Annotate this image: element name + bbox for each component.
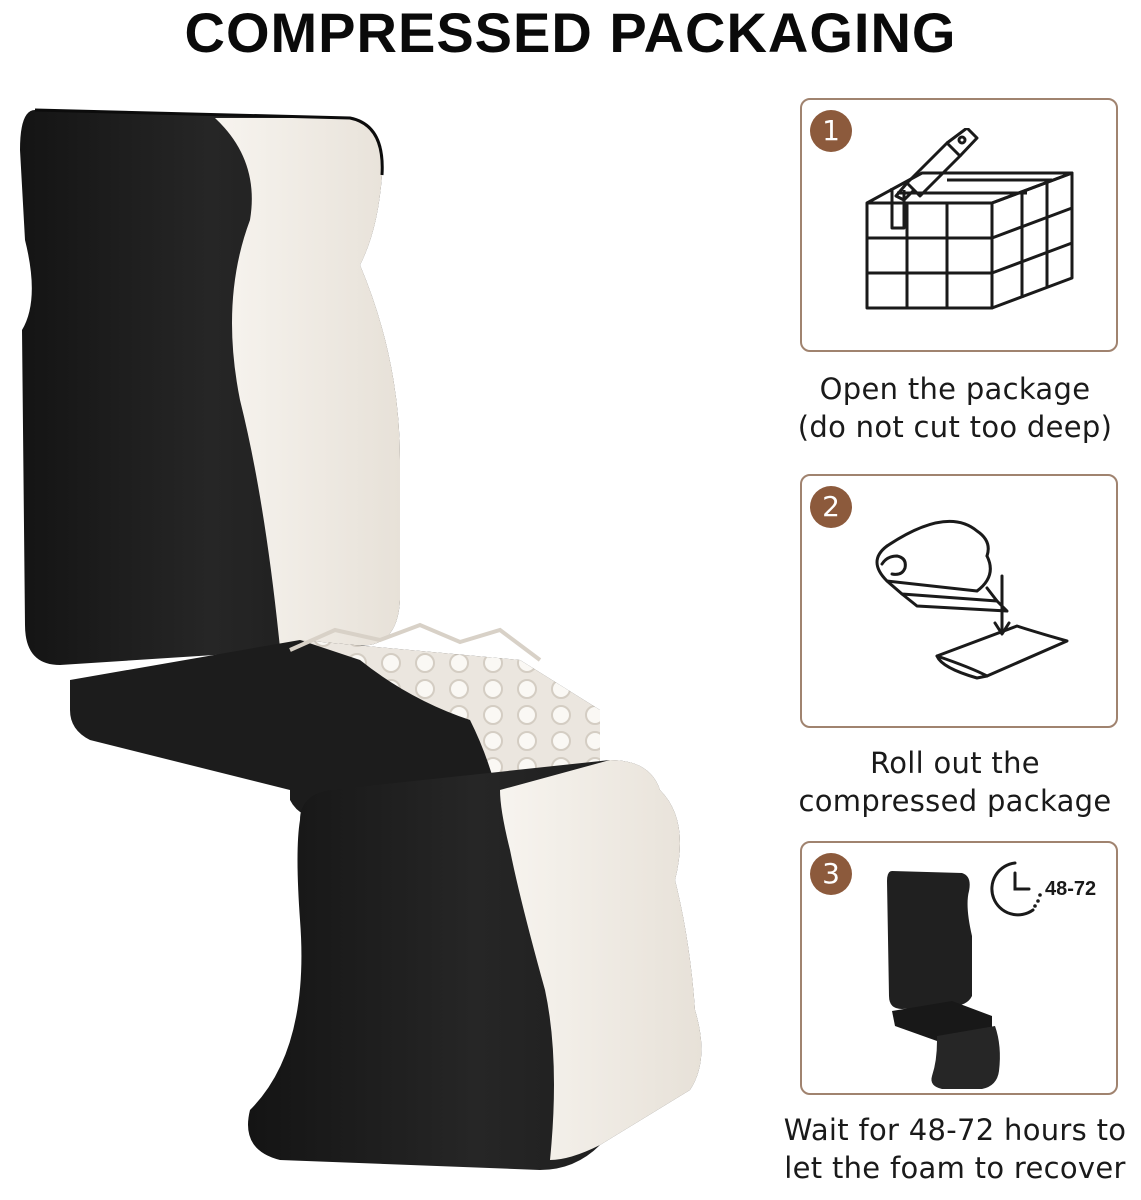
step-2-caption: Roll out the compressed package — [798, 746, 1112, 818]
step-3-caption: Wait for 48-72 hours to let the foam to … — [783, 1113, 1127, 1185]
step-1-caption: Open the package (do not cut too deep) — [797, 372, 1113, 444]
roll-out-icon — [875, 519, 1069, 680]
step-2-number: 2 — [810, 486, 852, 528]
step-3-number: 3 — [810, 853, 852, 895]
step-1-number: 1 — [810, 110, 852, 152]
step-2-card: 2 — [800, 474, 1118, 728]
timer-label: 48-72 — [1045, 878, 1096, 900]
timer-icon: 48-72 — [990, 861, 1096, 917]
step-3-card: 3 48-72 — [800, 841, 1118, 1095]
step-1-card: 1 — [800, 98, 1118, 352]
box-cutter-icon — [865, 128, 1074, 310]
page-title: COMPRESSED PACKAGING — [184, 1, 957, 64]
foam-leg-rest-image — [0, 95, 720, 1200]
foam-leg-rest-thumbnail — [887, 871, 1000, 1089]
